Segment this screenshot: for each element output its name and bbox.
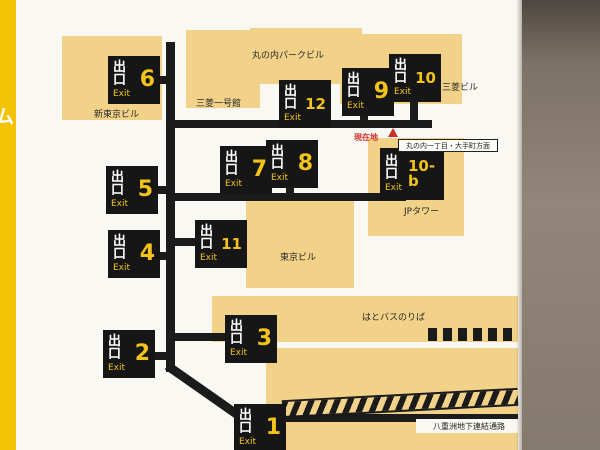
hatobus-bay-hatching bbox=[428, 328, 516, 341]
wall-background bbox=[522, 0, 600, 450]
yellow-sign-frame bbox=[0, 0, 16, 450]
exit-2-badge: 出口 Exit 2 bbox=[103, 330, 155, 378]
frame-partial-character: ム bbox=[0, 106, 15, 128]
exit-label: 出口 Exit bbox=[200, 225, 221, 263]
corridor-stub-exit9 bbox=[360, 110, 368, 122]
exit-number: 11 bbox=[221, 234, 242, 253]
exit-label: 出口 Exit bbox=[108, 335, 135, 373]
exit-kanji: 出口 bbox=[385, 154, 400, 182]
label-shin-tokyo: 新東京ビル bbox=[94, 110, 140, 120]
current-location-label: 現在地 bbox=[354, 133, 378, 142]
exit-number: 12 bbox=[305, 94, 326, 113]
exit-en: Exit bbox=[111, 199, 129, 209]
sign-shadow-edge bbox=[516, 0, 522, 450]
corridor-yaesu-passage bbox=[262, 414, 518, 422]
exit-number: 6 bbox=[139, 67, 155, 92]
label-tokyo-bldg: 東京ビル bbox=[280, 253, 317, 263]
exit-11-badge: 出口 Exit 11 bbox=[195, 220, 247, 268]
label-mitsubishi-ichigokan: 三菱一号館 bbox=[196, 99, 242, 109]
exit-5-badge: 出口 Exit 5 bbox=[106, 166, 158, 214]
exit-label: 出口 Exit bbox=[230, 320, 257, 358]
exit-label: 出口 Exit bbox=[394, 59, 415, 97]
corridor-stub-exit10 bbox=[410, 100, 418, 122]
exit-en: Exit bbox=[225, 179, 243, 189]
corridor-stub-exit6 bbox=[158, 76, 172, 84]
exit-3-badge: 出口 Exit 3 bbox=[225, 315, 277, 363]
exit-label: 出口 Exit bbox=[385, 155, 408, 193]
current-location-marker-icon bbox=[388, 128, 398, 137]
exit-kanji: 出口 bbox=[394, 58, 409, 86]
exit-en: Exit bbox=[113, 89, 131, 99]
exit-number: 2 bbox=[134, 341, 150, 366]
exit-number: 5 bbox=[137, 177, 153, 202]
exit-12-badge: 出口 Exit 12 bbox=[279, 80, 331, 128]
exit-number: 10-b bbox=[407, 157, 436, 190]
exit-label: 出口 Exit bbox=[225, 151, 252, 189]
exit-number: 7 bbox=[251, 157, 267, 182]
exit-10b-badge: 出口 Exit 10-b bbox=[380, 148, 444, 200]
corridor-stub-exit2 bbox=[151, 352, 173, 360]
exit-en: Exit bbox=[347, 101, 365, 111]
exit-kanji: 出口 bbox=[113, 234, 128, 262]
corridor-stub-exit5 bbox=[155, 186, 169, 194]
exit-8-badge: 出口 Exit 8 bbox=[266, 140, 318, 188]
exit-label: 出口 Exit bbox=[113, 61, 140, 99]
exit-1-badge: 出口 Exit 1 bbox=[234, 404, 286, 450]
exit-4-badge: 出口 Exit 4 bbox=[108, 230, 160, 278]
exit-en: Exit bbox=[230, 348, 248, 358]
exit-label: 出口 Exit bbox=[347, 73, 374, 111]
exit-number: 4 bbox=[139, 241, 155, 266]
exit-number: 9 bbox=[373, 79, 389, 104]
exit-en: Exit bbox=[200, 253, 218, 263]
exit-en: Exit bbox=[271, 173, 289, 183]
exit-kanji: 出口 bbox=[113, 60, 128, 88]
exit-number: 1 bbox=[265, 415, 281, 440]
corridor-stub-exit3 bbox=[170, 333, 228, 341]
corridor-main-vertical bbox=[166, 42, 175, 372]
corridor-stub-exit11 bbox=[170, 238, 198, 246]
label-jp-tower: JPタワー bbox=[404, 207, 440, 217]
exit-7-badge: 出口 Exit 7 bbox=[220, 146, 272, 194]
corridor-stub-exit4 bbox=[157, 252, 169, 260]
exit-kanji: 出口 bbox=[239, 408, 254, 436]
exit-kanji: 出口 bbox=[108, 334, 123, 362]
label-hatobus: はとバスのりば bbox=[362, 313, 426, 323]
exit-en: Exit bbox=[385, 183, 403, 193]
exit-6-badge: 出口 Exit 6 bbox=[108, 56, 160, 104]
exit-number: 3 bbox=[256, 326, 272, 351]
exit-label: 出口 Exit bbox=[239, 409, 266, 447]
exit-kanji: 出口 bbox=[284, 84, 299, 112]
exit-9-badge: 出口 Exit 9 bbox=[342, 68, 394, 116]
exit-en: Exit bbox=[284, 113, 302, 123]
building-mitsubishi-ichigokan bbox=[186, 30, 260, 108]
exit-kanji: 出口 bbox=[225, 150, 240, 178]
exit-label: 出口 Exit bbox=[113, 235, 140, 273]
exit-10-badge: 出口 Exit 10 bbox=[389, 54, 441, 102]
exit-number: 10 bbox=[415, 68, 436, 87]
exit-kanji: 出口 bbox=[347, 72, 362, 100]
exit-label: 出口 Exit bbox=[111, 171, 138, 209]
label-yaesu-passage: 八重洲地下連結通路 bbox=[416, 419, 522, 433]
direction-label: 丸の内一丁目・大手町方面 bbox=[398, 139, 498, 152]
exit-kanji: 出口 bbox=[200, 224, 215, 252]
corridor-mid-horizontal bbox=[170, 193, 406, 201]
exit-en: Exit bbox=[394, 87, 412, 97]
exit-en: Exit bbox=[113, 263, 131, 273]
label-mitsubishi: 三菱ビル bbox=[442, 83, 479, 93]
corridor-stub-exit8 bbox=[286, 186, 294, 195]
exit-kanji: 出口 bbox=[271, 144, 286, 172]
exit-label: 出口 Exit bbox=[271, 145, 298, 183]
exit-kanji: 出口 bbox=[230, 319, 245, 347]
exit-kanji: 出口 bbox=[111, 170, 126, 198]
building-tokyo bbox=[246, 196, 354, 288]
exit-number: 8 bbox=[297, 151, 313, 176]
label-marunouchi-park: 丸の内パークビル bbox=[252, 51, 325, 61]
exit-en: Exit bbox=[239, 437, 257, 447]
exit-label: 出口 Exit bbox=[284, 85, 305, 123]
exit-en: Exit bbox=[108, 363, 126, 373]
